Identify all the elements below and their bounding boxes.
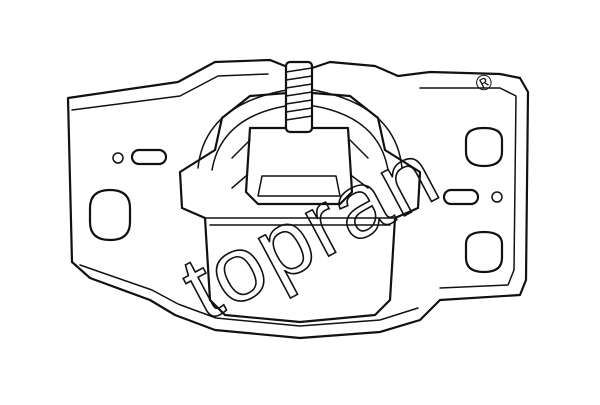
inner-bushing-block xyxy=(244,126,354,206)
bushing-left-web xyxy=(231,139,251,189)
left-bolt-boss xyxy=(88,188,132,242)
housing-front-face xyxy=(204,217,396,226)
right-upper-bolt-boss xyxy=(464,126,504,168)
inner-bushing-slot xyxy=(257,175,341,197)
left-small-hole xyxy=(112,152,124,164)
right-mounting-slot xyxy=(442,188,480,206)
threaded-stud xyxy=(284,60,314,134)
bracket-plate-lower-lip xyxy=(79,264,419,327)
right-lower-bolt-boss xyxy=(464,230,504,274)
left-mounting-slot xyxy=(130,148,168,166)
bushing-right-web xyxy=(349,139,369,189)
bracket-plate-lip xyxy=(71,73,517,289)
right-small-hole xyxy=(491,191,503,203)
